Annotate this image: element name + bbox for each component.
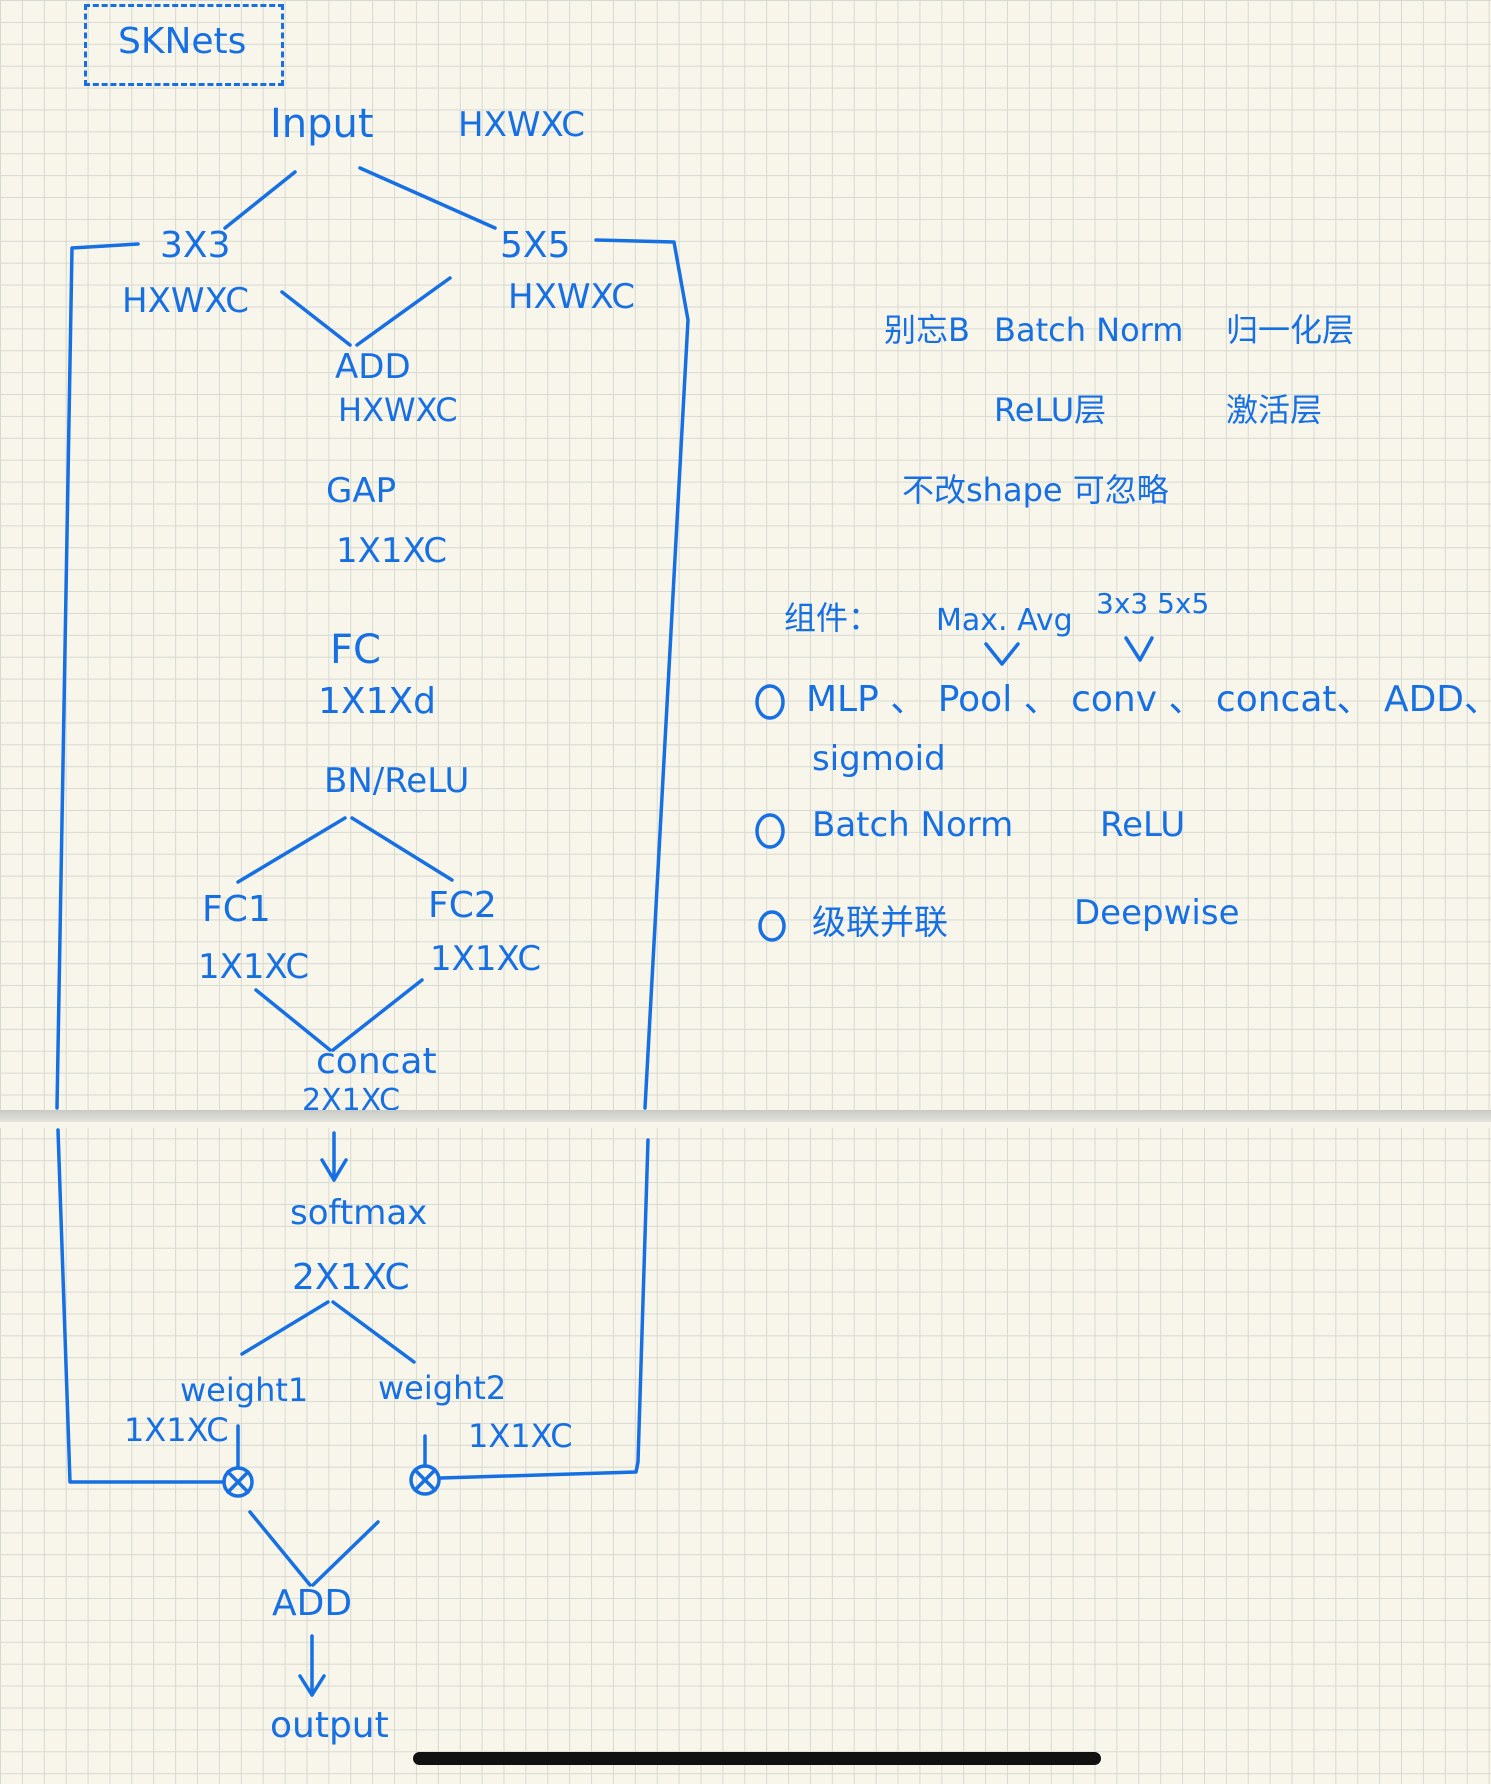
node-add: ADD [335,347,411,387]
node-softmax: softmax [290,1193,428,1233]
title-box [84,4,284,86]
node-fc2-shape: 1X1XC [430,939,542,979]
edge-fc2-to-concat [331,978,424,1052]
node-fc-shape: 1X1Xd [318,681,436,722]
node-add-final: ADD [272,1583,353,1624]
node-softmax-shape: 2X1XC [292,1257,410,1298]
edge-bnrelu-to-fc2 [350,816,454,882]
node-weight2: weight2 [378,1369,507,1407]
node-input-shape: HXWXC [458,105,586,145]
edge-input-to-5x5 [358,166,497,230]
diagram-title: SKNets [118,21,247,62]
bracket-right-bottom [439,1138,650,1480]
check-conv [1124,636,1154,662]
node-5x5-shape: HXWXC [508,277,636,317]
node-gap-shape: 1X1XC [336,531,448,571]
home-indicator[interactable] [413,1752,1101,1765]
edge-softmax-to-weight2 [331,1300,416,1364]
node-fc: FC [330,627,381,673]
bullet-1 [755,684,785,720]
node-fc1: FC1 [202,889,271,930]
node-3x3-shape: HXWXC [122,281,250,321]
note-relu-layer: ReLU层 [994,391,1107,429]
edge-3x3-to-add [280,290,352,347]
bracket-left-top [55,242,140,1110]
edge-mult2-to-add [311,1520,380,1587]
conv-types: 3x3 5x5 [1096,587,1210,620]
node-output: output [270,1705,389,1746]
arrow-to-softmax-head [320,1158,348,1182]
node-weight1: weight1 [180,1371,309,1409]
bracket-left-bottom [56,1128,226,1484]
bullet-3 [758,910,786,942]
note-activation-layer: 激活层 [1226,391,1323,429]
node-weight2-shape: 1X1XC [468,1417,573,1455]
multiply-node-2 [409,1464,441,1496]
node-weight1-shape: 1X1XC [124,1411,229,1449]
node-gap: GAP [326,471,397,511]
bullet1-text: MLP 、 Pool 、 conv 、 concat、 ADD、 [806,679,1491,720]
node-input: Input [270,101,374,147]
page-seam [0,1110,1491,1122]
pool-types: Max. Avg [936,603,1073,638]
edge-bnrelu-to-fc1 [236,816,347,884]
note-shape-ignore: 不改shape 可忽略 [902,471,1169,509]
components-label: 组件： [784,599,881,637]
bullet3-cascade-parallel: 级联并联 [812,903,948,943]
bracket-right-top [594,238,690,1110]
edge-input-to-3x3 [223,170,297,230]
check-pool [984,642,1020,666]
node-concat: concat [316,1041,437,1082]
bullet-2 [755,813,785,849]
edge-mult1-to-add [248,1510,312,1587]
node-5x5: 5X5 [500,225,571,266]
edge-softmax-to-weight1 [240,1300,330,1356]
node-add-shape: HXWXC [338,391,458,429]
note-batchnorm: Batch Norm [994,311,1184,349]
node-fc2: FC2 [428,885,497,926]
bullet3-deepwise: Deepwise [1074,893,1240,933]
bullet2-relu: ReLU [1100,805,1186,845]
node-bn-relu: BN/ReLU [324,761,470,801]
note-dont-forget: 别忘B [884,311,970,349]
edge-5x5-to-add [355,276,452,347]
bullet2-batchnorm: Batch Norm [812,805,1014,845]
node-fc1-shape: 1X1XC [198,947,310,987]
bullet1-cont: sigmoid [812,739,946,779]
edge-fc1-to-concat [254,988,332,1052]
page-seam-gap [0,1122,1491,1128]
node-3x3: 3X3 [160,225,231,266]
note-norm-layer: 归一化层 [1226,311,1355,349]
arrow-to-output-head [298,1674,326,1697]
